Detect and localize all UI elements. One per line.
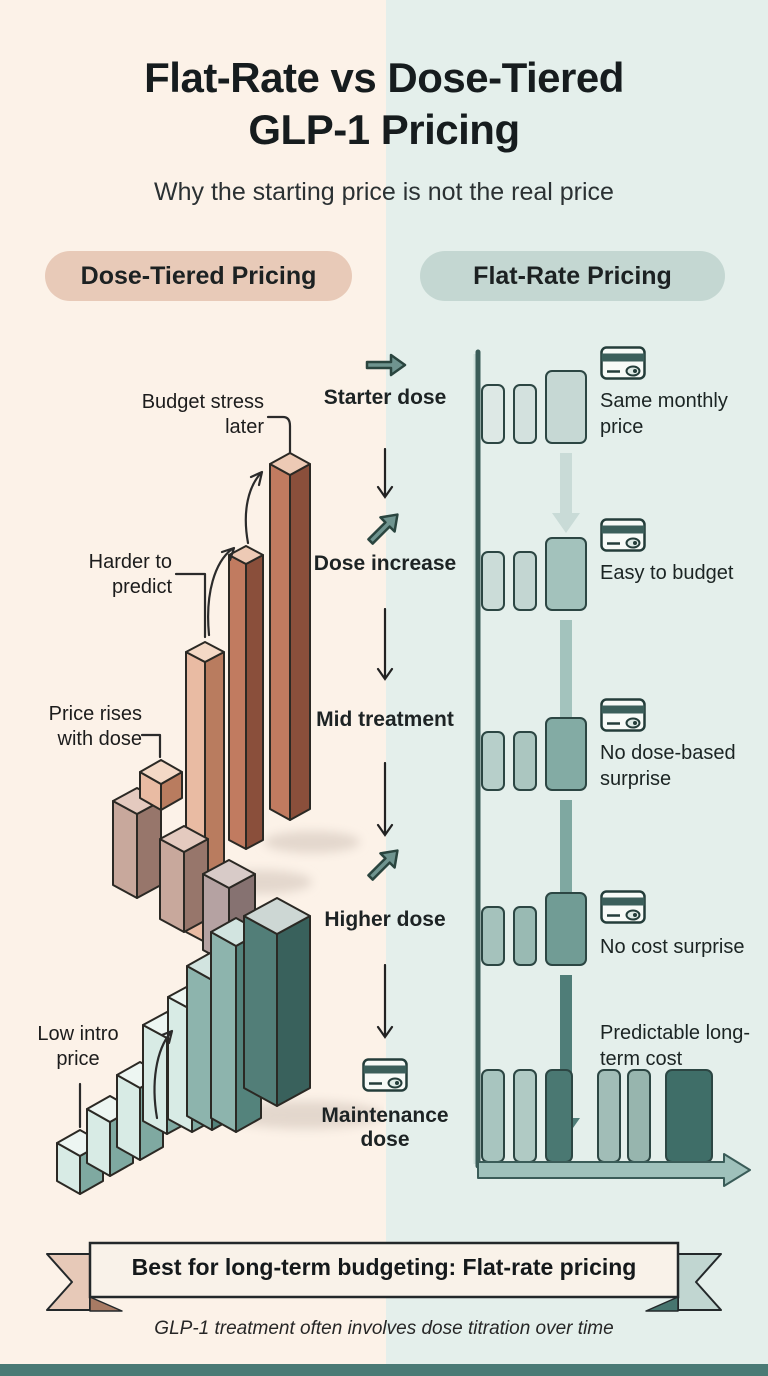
timeline-step-higher-dose: Higher dose <box>324 908 446 931</box>
verdict-text: Best for long-term budgeting: Flat-rate … <box>131 1254 637 1280</box>
price-bar <box>481 551 505 611</box>
price-bar <box>627 1069 651 1163</box>
credit-card-icon <box>600 890 646 924</box>
dose-timeline: Starter dose Dose increase Mid treatment… <box>314 340 456 1270</box>
price-bar <box>545 537 587 611</box>
timeline-step-starter-dose: Starter dose <box>323 386 447 409</box>
harder-to-predict-connector <box>174 572 207 639</box>
price-bar <box>513 906 537 966</box>
annotation-low-intro: Low intro price <box>37 1023 119 1070</box>
benefit-easy-to-budget: Easy to budget <box>600 562 734 584</box>
timeline-down-arrow-icon <box>552 453 580 533</box>
page-title-line2: GLP-1 Pricing <box>248 106 520 153</box>
price-bar <box>513 384 537 444</box>
price-bar <box>513 1069 537 1163</box>
thin-down-arrow-icon <box>376 608 394 681</box>
price-bar <box>513 551 537 611</box>
dose-tiered-chart: Budget stress later Harder to predict Pr… <box>0 350 384 1230</box>
iso-bar <box>159 825 209 933</box>
budget-stress-connector <box>266 415 292 455</box>
iso-bar <box>228 545 264 850</box>
benefit-predictable-cost: Predictable long-term cost <box>600 1022 751 1070</box>
flat-rate-chart-canvas <box>473 349 751 1187</box>
ribbon-left-tail <box>46 1253 91 1311</box>
flat-rate-bars <box>481 370 713 1163</box>
price-bar <box>481 384 505 444</box>
ribbon-left-fold <box>89 1296 123 1312</box>
dose-tiered-chart-canvas <box>56 415 383 1195</box>
timeline-down-arrow-icon <box>552 620 580 768</box>
dose-tiered-header-pill: Dose-Tiered Pricing <box>45 251 352 301</box>
annotation-budget-stress: Budget stress later <box>141 391 264 438</box>
price-bar <box>545 717 587 791</box>
timeline-step-maintenance-dose: Maintenance dose <box>321 1104 449 1152</box>
price-bar <box>481 1069 505 1163</box>
arrow-up-right-icon <box>367 849 399 881</box>
ribbon-body <box>88 1241 680 1299</box>
page-title-line1: Flat-Rate vs Dose-Tiered <box>144 54 624 101</box>
page-subtitle: Why the starting price is not the real p… <box>154 178 614 206</box>
timeline-down-arrow-icon <box>552 800 580 941</box>
footnote-text: GLP-1 treatment often involves dose titr… <box>154 1318 614 1339</box>
timeline-down-arrow-icon <box>552 975 580 1138</box>
bottom-accent-bar <box>0 1364 768 1376</box>
rise-curved-arrow-2 <box>207 546 236 637</box>
thin-down-arrow-icon <box>376 448 394 499</box>
timeline-step-mid-treatment: Mid treatment <box>316 708 454 731</box>
price-bar <box>597 1069 621 1163</box>
price-bar <box>481 906 505 966</box>
credit-card-icon <box>600 518 646 552</box>
arrow-up-right-icon <box>367 513 399 545</box>
price-bar <box>545 892 587 966</box>
price-bar <box>665 1069 713 1163</box>
iso-bar <box>139 759 183 811</box>
thin-down-arrow-icon <box>376 762 394 837</box>
benefit-no-dose-based-surprise: No dose-based surprise <box>600 742 736 790</box>
price-bar <box>481 731 505 791</box>
credit-card-icon <box>362 1058 408 1092</box>
timeline-step-dose-increase: Dose increase <box>313 552 457 575</box>
flat-rate-chart: Same monthly price Easy to budget No dos… <box>468 338 768 1198</box>
annotation-connectors <box>78 415 292 1129</box>
benefit-no-cost-surprise: No cost surprise <box>600 936 745 958</box>
rise-curved-arrow-3 <box>244 470 264 545</box>
price-bar <box>545 1069 573 1163</box>
thin-down-arrow-icon <box>376 964 394 1039</box>
verdict-ribbon <box>46 1241 722 1312</box>
ribbon-right-fold <box>645 1296 679 1312</box>
price-bar <box>513 731 537 791</box>
credit-card-icon <box>600 698 646 732</box>
annotation-harder-to-predict: Harder to predict <box>88 551 172 598</box>
rise-curved-arrow-1 <box>153 1029 174 1120</box>
ribbon-right-tail <box>677 1253 722 1311</box>
x-axis-arrow <box>477 1153 751 1187</box>
arrow-right-icon <box>365 353 407 377</box>
annotation-price-rises: Price rises with dose <box>48 703 142 750</box>
credit-card-icon <box>600 346 646 380</box>
iso-bar <box>269 452 311 821</box>
price-bar <box>545 370 587 444</box>
isometric-bars <box>56 452 311 1195</box>
iso-bar <box>243 897 311 1107</box>
price-rises-connector <box>140 733 162 759</box>
flat-rate-header-pill: Flat-Rate Pricing <box>420 251 725 301</box>
benefit-same-monthly-price: Same monthly price <box>600 390 728 438</box>
